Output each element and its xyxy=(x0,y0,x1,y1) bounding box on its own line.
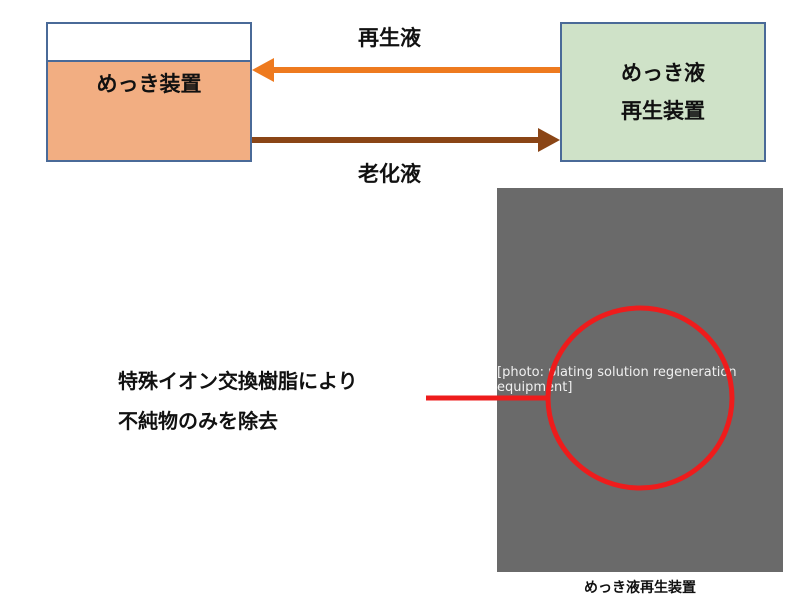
plating-unit-box: めっき装置 xyxy=(46,22,252,162)
plating-unit-band xyxy=(48,60,250,160)
regenerated-solution-label: 再生液 xyxy=(358,26,421,50)
regeneration-unit-box: めっき液 再生装置 xyxy=(560,22,766,162)
photo-placeholder-text: [photo: plating solution regeneration eq… xyxy=(497,365,737,395)
note-line-2: 不純物のみを除去 xyxy=(118,409,278,433)
aged-solution-label: 老化液 xyxy=(358,162,421,186)
regenerated-solution-arrowhead xyxy=(252,58,274,82)
note-line-1: 特殊イオン交換樹脂により xyxy=(118,369,358,393)
resin-column-highlight xyxy=(545,305,735,491)
photo-caption: めっき液再生装置 xyxy=(584,580,696,596)
plating-unit-label: めっき装置 xyxy=(96,72,202,96)
regeneration-equipment-photo: [photo: plating solution regeneration eq… xyxy=(497,188,783,572)
regeneration-unit-label-2: 再生装置 xyxy=(621,99,705,123)
regeneration-unit-label-1: めっき液 xyxy=(621,61,705,85)
aged-solution-arrowhead xyxy=(538,128,560,152)
